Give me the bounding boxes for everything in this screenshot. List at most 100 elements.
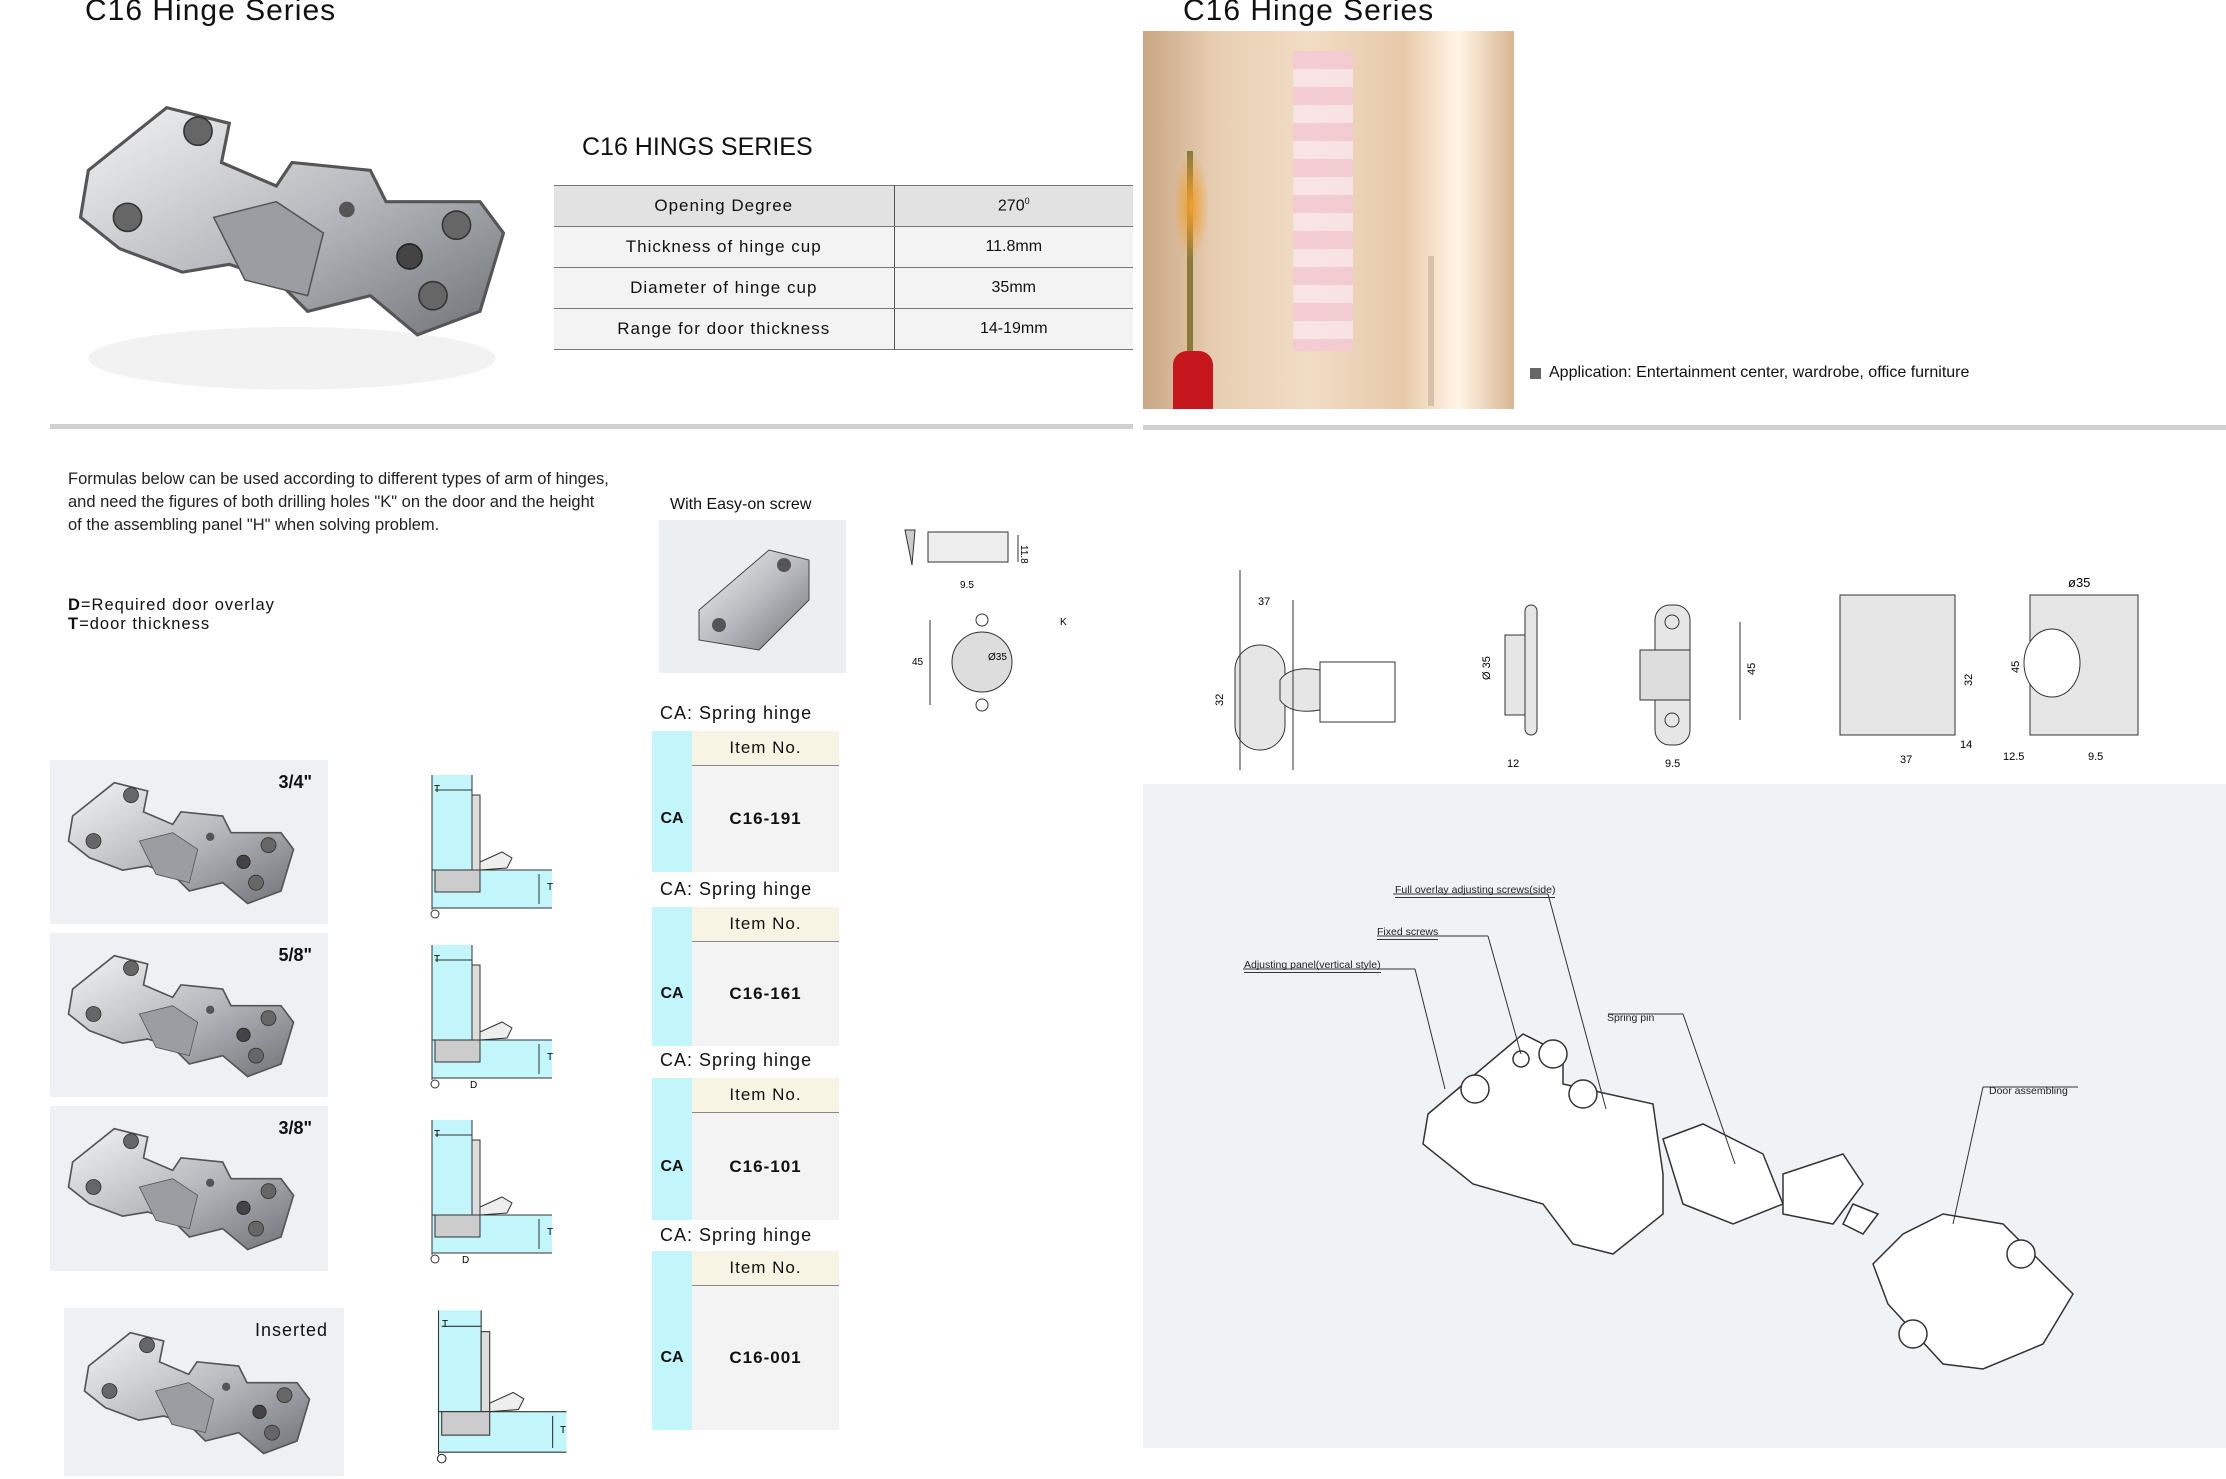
svg-text:32: 32 <box>1963 674 1975 686</box>
svg-text:ø35: ø35 <box>2068 575 2090 590</box>
legend: D=Required door overlay T=door thickness <box>68 596 275 634</box>
overlay-tag: 3/8" <box>278 1118 312 1138</box>
callout-fixed-screws: Fixed screws <box>1377 926 1439 940</box>
legend-key: D <box>68 596 81 614</box>
intro-line: of the assembling panel "H" when solving… <box>68 516 440 534</box>
legend-text: =door thickness <box>79 615 211 633</box>
hinge-photo-3-4: 3/4" <box>50 760 328 924</box>
section-divider-right <box>1143 425 2226 430</box>
item-header: Item No. <box>692 731 839 766</box>
ca-label: CA: Spring hinge <box>660 1225 813 1245</box>
ca-label: CA: Spring hinge <box>660 1050 813 1070</box>
mounting-plate-drilling: 32 14 37 <box>1839 594 1975 766</box>
svg-text:Ø 35: Ø 35 <box>1481 656 1493 680</box>
type-cell: CA <box>652 1286 692 1430</box>
mounting-drawing-3-4: TT <box>430 774 553 919</box>
spec-label: Range for door thickness <box>554 308 895 350</box>
arm-top-view: 37 32 <box>1214 570 1396 770</box>
item-header: Item No. <box>692 1251 839 1286</box>
svg-text:T: T <box>560 1425 566 1436</box>
svg-text:D: D <box>462 1255 469 1265</box>
callout-adjusting-panel: Adjusting panel(vertical style) <box>1244 959 1381 973</box>
hinge-photo-3-8: 3/8" <box>50 1106 328 1271</box>
overlay-tag: 3/4" <box>278 772 312 792</box>
overlay-tag: Inserted <box>254 1320 328 1340</box>
dim-k: K <box>1060 617 1067 628</box>
svg-text:45: 45 <box>2010 661 2022 673</box>
svg-text:14: 14 <box>1960 739 1972 751</box>
left-page-title: C16 Hinge Series <box>85 0 337 27</box>
right-page-title: C16 Hinge Series <box>1183 0 1435 27</box>
mounting-drawing-inserted: TT <box>436 1309 568 1464</box>
item-number: C16-191 <box>692 766 839 872</box>
svg-text:T: T <box>434 1129 440 1140</box>
bullet-square-icon <box>1530 367 1541 379</box>
spec-value: 11.8mm <box>894 226 1133 268</box>
hinge-photo-5-8: 5/8" <box>50 933 328 1097</box>
dim-11-8: 11.8 <box>1018 545 1029 564</box>
ca-label: CA: Spring hinge <box>660 879 813 899</box>
svg-text:T: T <box>547 1052 553 1063</box>
application-note: Application: Entertainment center, wardr… <box>1530 364 1969 382</box>
dim-diameter: Ø35 <box>988 652 1007 663</box>
svg-text:32: 32 <box>1214 694 1226 706</box>
room-application-photo <box>1143 31 1514 409</box>
svg-text:T: T <box>547 1227 553 1238</box>
callout-full-overlay-screws: Full overlay adjusting screws(side) <box>1395 884 1556 898</box>
spec-label: Thickness of hinge cup <box>554 226 895 268</box>
spec-label: Opening Degree <box>554 185 895 227</box>
spec-value: 35mm <box>894 267 1133 309</box>
svg-text:9.5: 9.5 <box>2088 751 2103 763</box>
svg-text:T: T <box>442 1319 448 1330</box>
door-cup-drilling: ø35 45 12.5 9.5 <box>2003 575 2139 763</box>
svg-text:12: 12 <box>1507 758 1519 770</box>
formula-intro: Formulas below can be used according to … <box>68 468 609 537</box>
type-cell: CA <box>652 942 692 1046</box>
application-text: Application: Entertainment center, wardr… <box>1549 364 1970 381</box>
type-cell: CA <box>652 1113 692 1220</box>
svg-text:12.5: 12.5 <box>2003 751 2024 763</box>
overlay-tag: 5/8" <box>278 945 312 965</box>
svg-text:T: T <box>434 784 440 795</box>
svg-text:T: T <box>547 882 553 893</box>
mounting-drawing-3-8: T T D <box>430 1119 553 1265</box>
arm-side-view: Ø 35 12 <box>1481 604 1538 770</box>
mounting-drawing-5-8: T T D <box>430 944 553 1090</box>
easy-on-plate-photo <box>659 520 846 673</box>
item-number: C16-161 <box>692 942 839 1046</box>
svg-text:37: 37 <box>1258 596 1270 608</box>
svg-text:D: D <box>470 1080 477 1090</box>
item-header: Item No. <box>692 907 839 942</box>
easy-on-label: With Easy-on screw <box>670 496 812 513</box>
callout-spring-pin: Spring pin <box>1607 1012 1655 1024</box>
legend-key: T <box>68 615 80 633</box>
dimension-drawings: 37 32 Ø 35 12 45 9.5 32 14 37 ø35 45 12.… <box>1214 570 2139 770</box>
spec-value: 2700 <box>894 185 1133 227</box>
callout-door-assembling: Door assembling <box>1989 1085 2068 1097</box>
exploded-hinge-drawing <box>1243 893 2078 1370</box>
type-cell: CA <box>652 766 692 872</box>
main-hinge-photo <box>57 43 527 423</box>
spec-heading: C16 HINGS SERIES <box>582 133 813 161</box>
item-number: C16-001 <box>692 1286 839 1430</box>
hinge-photo-inserted: Inserted <box>64 1308 344 1476</box>
item-number: C16-101 <box>692 1113 839 1220</box>
dim-45: 45 <box>912 657 924 668</box>
section-divider-left <box>50 424 1133 429</box>
ca-label: CA: Spring hinge <box>660 703 813 723</box>
legend-text: =Required door overlay <box>80 596 275 614</box>
dim-9-5: 9.5 <box>960 580 974 591</box>
arm-front-view: 45 9.5 <box>1639 604 1758 770</box>
svg-text:T: T <box>434 954 440 965</box>
item-header: Item No. <box>692 1078 839 1113</box>
svg-text:9.5: 9.5 <box>1665 758 1680 770</box>
